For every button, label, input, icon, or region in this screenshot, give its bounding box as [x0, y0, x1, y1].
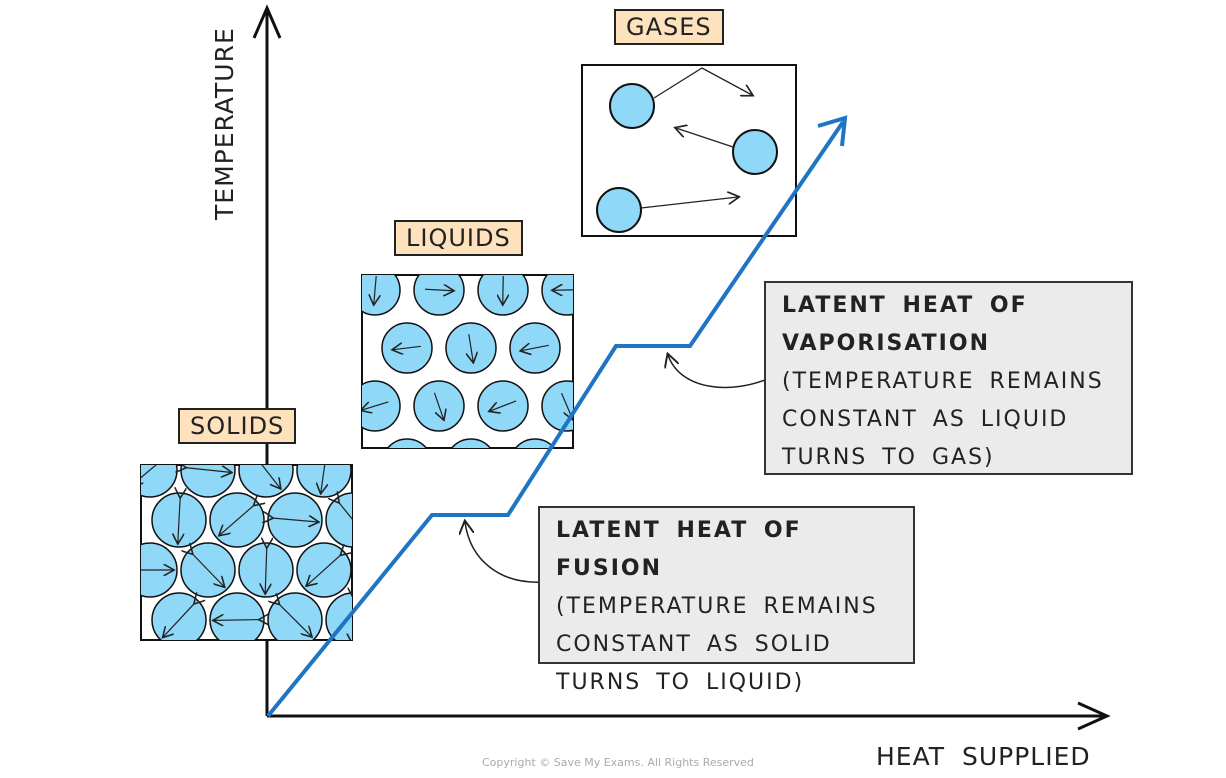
particle	[362, 380, 401, 432]
vibration-arrow	[163, 603, 194, 637]
vibration-arrow	[220, 505, 255, 535]
vibration-arrow	[374, 276, 376, 304]
vibration-arrow	[265, 547, 267, 593]
y-axis-label: TEMPERATURE	[210, 27, 239, 220]
vaporisation-title: LATENT HEAT OF	[782, 293, 1028, 318]
vibration-arrow	[393, 346, 421, 349]
vibration-arrow	[185, 468, 231, 473]
fusion-line: CONSTANT AS SOLID	[556, 632, 832, 657]
vibration-arrow	[339, 502, 352, 538]
particle	[574, 439, 624, 489]
vibration-arrow	[272, 518, 318, 522]
particle	[386, 438, 428, 448]
vibration-arrow	[321, 465, 327, 492]
vibration-arrow	[469, 334, 473, 362]
solids-label: SOLIDS	[178, 408, 297, 444]
vibration-arrow	[459, 457, 483, 471]
x-axis	[267, 701, 1111, 731]
vibration-arrow	[424, 289, 453, 290]
copyright-text: Copyright © Save My Exams. All Rights Re…	[482, 756, 754, 769]
vaporisation-line: TURNS TO GAS)	[782, 445, 995, 470]
particle	[514, 438, 556, 448]
vibration-arrow	[490, 400, 517, 411]
solid-particles-box	[140, 464, 353, 641]
heating-curve-line	[266, 120, 845, 718]
gases-label: GASES	[614, 9, 724, 45]
vibration-arrow	[192, 553, 224, 586]
vibration-arrow	[252, 465, 280, 488]
vaporisation-line: (TEMPERATURE REMAINS	[782, 369, 1104, 394]
liquids-label: LIQUIDS	[394, 220, 523, 256]
vaporisation-line: CONSTANT AS LIQUID	[782, 407, 1069, 432]
fusion-title: LATENT HEAT OF FUSION	[556, 518, 802, 581]
liquid-particles-box	[361, 274, 624, 489]
vibration-arrow	[178, 497, 180, 543]
vibration-arrow	[400, 452, 414, 476]
fusion-annotation-box: LATENT HEAT OF FUSION (TEMPERATURE REMAI…	[538, 506, 915, 695]
vaporisation-pointer-arrow	[668, 355, 771, 389]
vibration-arrow	[596, 334, 602, 361]
particle	[325, 592, 352, 640]
vibration-arrow	[433, 392, 443, 419]
fusion-pointer-arrow	[465, 522, 546, 583]
vibration-arrow	[141, 465, 167, 485]
vibration-arrow	[307, 555, 341, 586]
vaporisation-title: VAPORISATION	[782, 331, 990, 356]
vibration-arrow	[362, 401, 389, 410]
vibration-arrow	[588, 456, 611, 472]
vaporisation-annotation-box: LATENT HEAT OF VAPORISATION (TEMPERATURE…	[764, 281, 1133, 475]
fusion-line: (TEMPERATURE REMAINS	[556, 594, 878, 619]
x-axis-label: HEAT SUPPLIED	[876, 742, 1091, 771]
vibration-arrow	[521, 345, 549, 350]
vibration-arrow	[214, 620, 260, 621]
particle	[450, 438, 492, 448]
vibration-arrow	[279, 604, 311, 636]
gas-particles-box	[581, 64, 797, 237]
fusion-line: TURNS TO LIQUID)	[556, 670, 805, 695]
